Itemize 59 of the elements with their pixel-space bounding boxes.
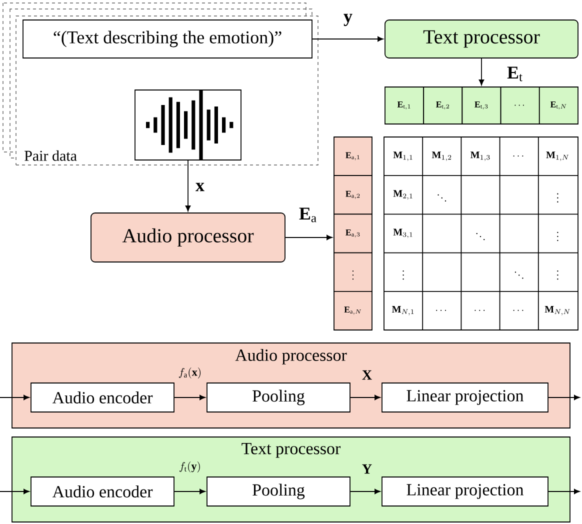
vector-cell: $\mathbf{E}_{\mathrm{t},N}$ <box>538 86 578 124</box>
vector-cell: $\vdots$ <box>334 252 372 292</box>
vector-cell: $\mathbf{E}_{\mathrm{a},N}$ <box>334 290 372 330</box>
matrix-entry: $\mathbf{M}_{1,N}$ <box>546 152 569 161</box>
edge-label: $\mathbf{X}$ <box>362 370 372 380</box>
matrix-entry: $\cdots$ <box>474 310 485 311</box>
arrow <box>478 58 484 86</box>
matrix-entry: $\mathbf{M}_{1,1}$ <box>393 152 412 161</box>
vector-cell: $\cdots$ <box>500 86 540 124</box>
arrow <box>185 160 191 212</box>
arrow <box>350 394 380 400</box>
process-box: Audio encoder <box>30 476 174 506</box>
process-box: Linear projection <box>382 382 548 412</box>
arrow <box>548 488 580 494</box>
arrow <box>285 234 332 240</box>
vector-cell: $\mathbf{E}_{\mathrm{a},3}$ <box>334 214 372 254</box>
edge-label: $\mathbf{E}_{\mathrm{a}}$ <box>299 208 316 222</box>
matrix-entry: $\mathbf{M}_{1,2}$ <box>432 152 452 161</box>
matrix-entry: $\mathbf{M}_{3,1}$ <box>393 228 412 238</box>
vector-cell: $\mathbf{E}_{\mathrm{t},3}$ <box>462 86 502 124</box>
vector-cell: $\mathbf{E}_{\mathrm{t},2}$ <box>423 86 463 124</box>
edge-label: $\mathbf{E}_{\mathrm{t}}$ <box>507 66 522 82</box>
matrix-entry: $\vdots$ <box>402 270 404 280</box>
process-box: Audio encoder <box>30 382 174 412</box>
process-box: Linear projection <box>382 476 548 506</box>
matrix-entry: $\vdots$ <box>557 232 558 242</box>
matrix-entry: $\ddots$ <box>476 232 485 240</box>
vector-cell: $\mathbf{E}_{\mathrm{a},1}$ <box>334 136 372 176</box>
matrix-entry: $\ddots$ <box>438 194 446 202</box>
matrix-entry: $\ddots$ <box>514 272 524 279</box>
process-box: Pooling <box>206 476 350 506</box>
edge-label: $\mathbf{x}$ <box>196 182 204 192</box>
matrix-entry: $\vdots$ <box>557 193 558 202</box>
process-box: Audio processor <box>90 212 286 262</box>
arrow <box>0 394 30 400</box>
text-box: “(Text describing the emotion)” <box>22 20 312 58</box>
arrow <box>312 36 384 42</box>
vector-cell: $\mathbf{E}_{\mathrm{t},1}$ <box>384 86 424 124</box>
picture <box>134 90 242 160</box>
matrix-entry: $\mathbf{M}_{N,1}$ <box>392 306 414 316</box>
arrow <box>0 488 30 494</box>
matrix-entry: $\cdots$ <box>513 156 524 157</box>
process-box: Pooling <box>206 382 350 412</box>
matrix-entry: $\mathbf{M}_{1,3}$ <box>470 152 490 161</box>
matrix-entry: $\mathbf{M}_{2,1}$ <box>393 190 412 200</box>
edge-label: $f_{\mathrm{t}}(\mathbf{y})$ <box>180 462 200 472</box>
edge-label: $f_{\mathrm{a}}(\mathbf{x})$ <box>178 368 201 378</box>
matrix-entry: $\mathbf{M}_{N,N}$ <box>544 306 570 316</box>
edge-label: $\mathbf{y}$ <box>344 14 352 26</box>
edge-label: $\mathbf{Y}$ <box>362 464 372 474</box>
matrix-entry: $\cdots$ <box>513 310 524 311</box>
arrow <box>174 394 206 400</box>
process-box: Text processor <box>384 20 578 58</box>
arrow <box>350 488 380 494</box>
arrow <box>174 488 206 494</box>
vector-cell: $\mathbf{E}_{\mathrm{a},2}$ <box>334 175 372 215</box>
matrix-entry: $\cdots$ <box>436 310 446 311</box>
arrow <box>548 394 580 400</box>
matrix-entry: $\vdots$ <box>557 270 558 280</box>
